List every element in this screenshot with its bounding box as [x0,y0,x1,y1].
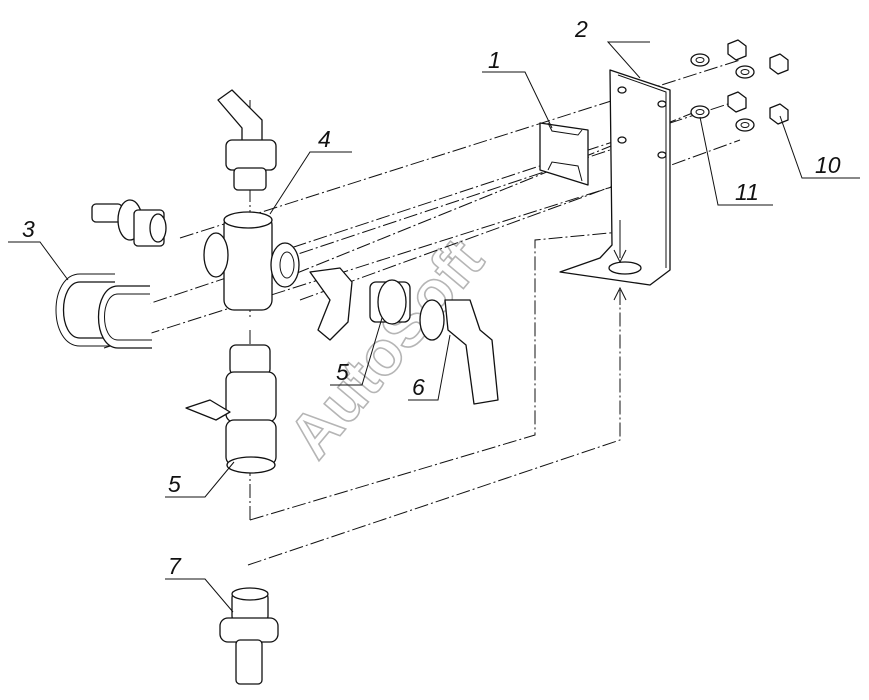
callout-4: 4 [318,126,331,152]
callout-2: 2 [574,16,588,42]
callout-6: 6 [412,374,425,400]
hose-fitting-left [91,199,167,247]
washers-and-nuts [690,39,789,132]
cross-tee-fitting [203,211,300,311]
callout-5-lower: 5 [168,471,181,497]
watermark-logo: AutoSoft [275,225,498,471]
mounting-bracket [559,69,671,305]
callout-1: 1 [488,47,501,73]
callout-labels: 1 2 3 4 5 5 6 7 10 11 [22,16,841,579]
callout-5-upper: 5 [336,359,349,385]
callout-leader-lines [8,41,860,613]
callout-7: 7 [168,553,182,579]
callout-3: 3 [22,216,35,242]
callout-10: 10 [815,152,841,178]
top-elbow-fitting [217,89,277,191]
center-valve-and-coupling [309,267,499,405]
bottom-hose-fitting [219,587,279,685]
svg-text:AutoSoft: AutoSoft [276,226,497,471]
callout-11: 11 [735,179,759,205]
clamp-plate [539,122,589,186]
u-bend-pipe [55,273,152,349]
lower-valve-fitting [185,344,277,474]
